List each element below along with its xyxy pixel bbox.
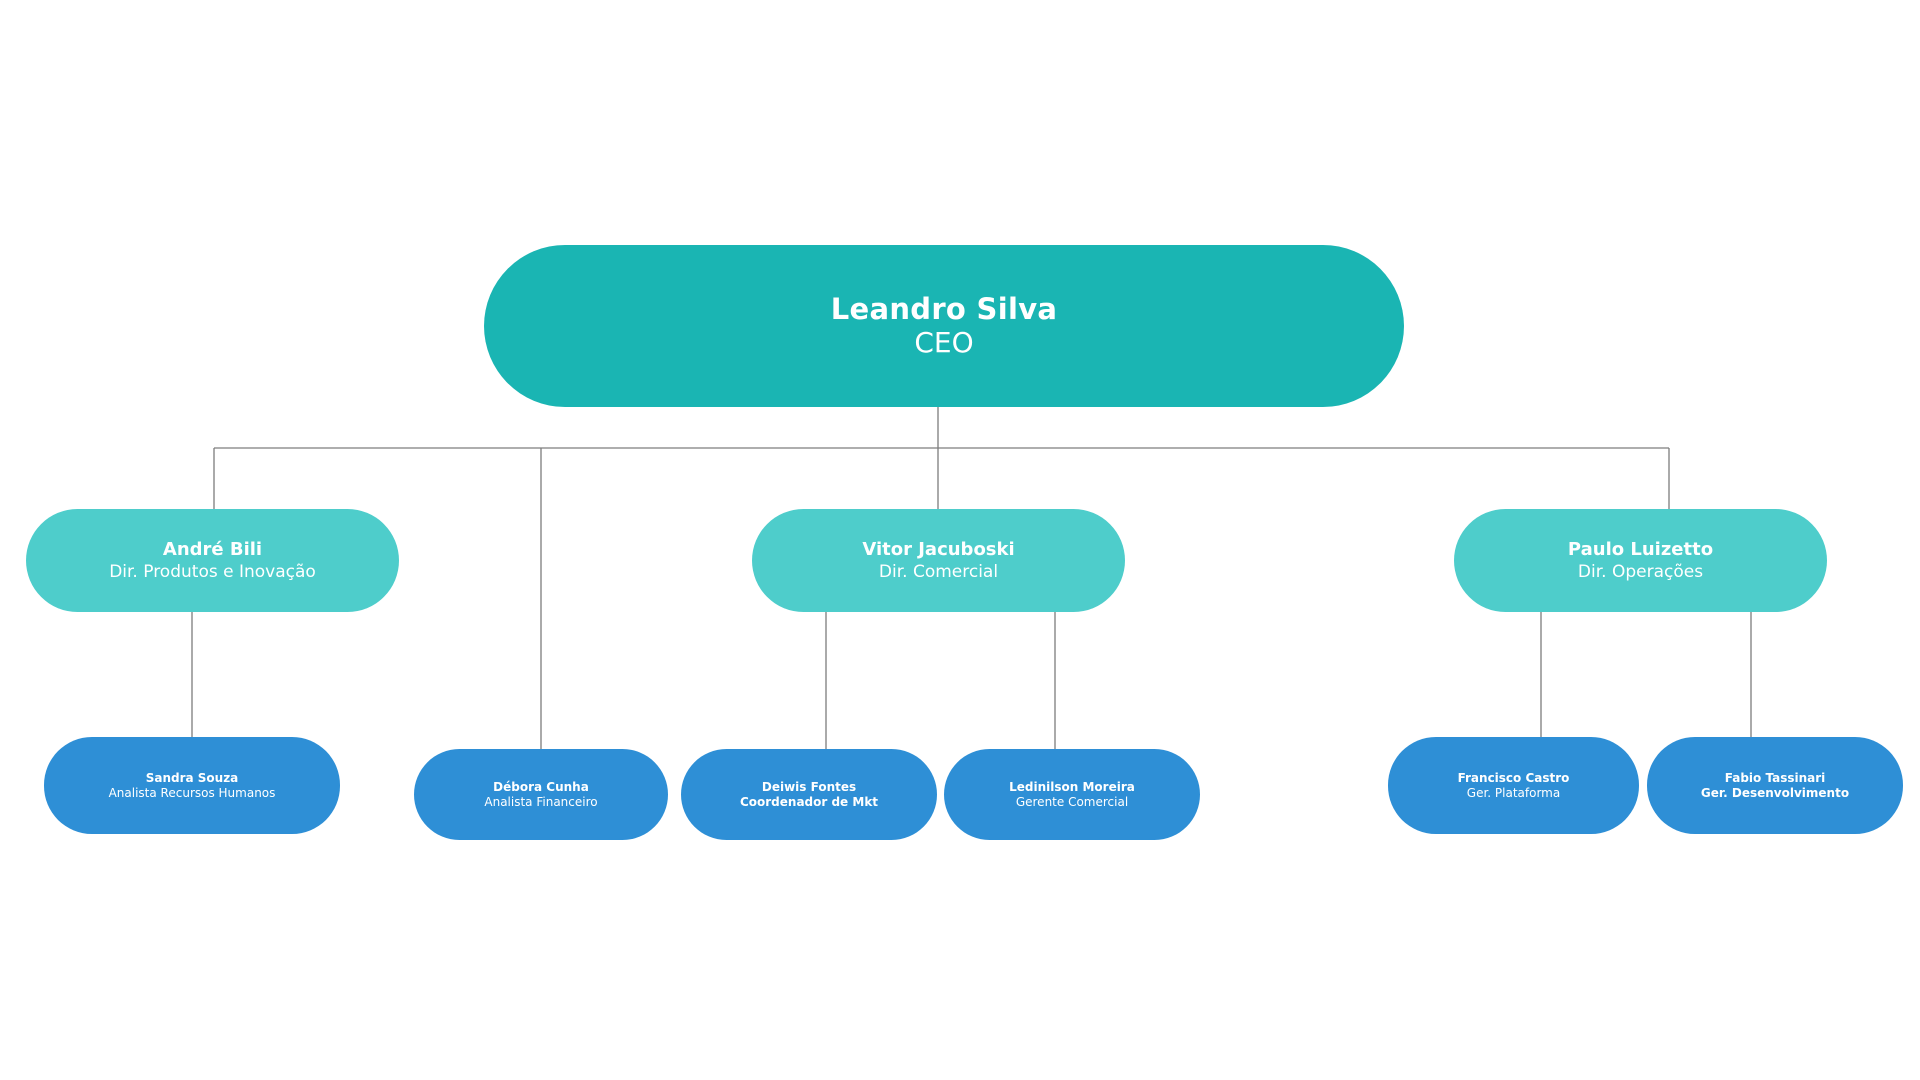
node-paulo-luizetto: Paulo Luizetto Dir. Operações bbox=[1454, 509, 1827, 612]
node-role: Ger. Plataforma bbox=[1466, 785, 1561, 800]
node-role: Analista Financeiro bbox=[484, 794, 598, 809]
node-name: Francisco Castro bbox=[1457, 770, 1570, 785]
node-name: Vitor Jacuboski bbox=[862, 538, 1015, 560]
node-role: Coordenador de Mkt bbox=[739, 794, 879, 809]
node-sandra-souza: Sandra Souza Analista Recursos Humanos bbox=[44, 737, 340, 834]
node-role: CEO bbox=[914, 326, 974, 359]
node-name: Sandra Souza bbox=[145, 770, 239, 785]
node-name: Débora Cunha bbox=[493, 779, 589, 794]
node-role: Analista Recursos Humanos bbox=[108, 785, 276, 800]
node-andre-bili: André Bili Dir. Produtos e Inovação bbox=[26, 509, 399, 612]
node-fabio-tassinari: Fabio Tassinari Ger. Desenvolvimento bbox=[1647, 737, 1903, 834]
node-role: Dir. Comercial bbox=[878, 561, 999, 582]
node-name: Fabio Tassinari bbox=[1724, 770, 1826, 785]
node-name: Ledinilson Moreira bbox=[1009, 779, 1135, 794]
node-vitor-jacuboski: Vitor Jacuboski Dir. Comercial bbox=[752, 509, 1125, 612]
node-name: Leandro Silva bbox=[830, 292, 1058, 326]
node-role: Ger. Desenvolvimento bbox=[1700, 785, 1850, 800]
node-debora-cunha: Débora Cunha Analista Financeiro bbox=[414, 749, 668, 840]
node-name: Deiwis Fontes bbox=[761, 779, 857, 794]
node-ledinilson-moreira: Ledinilson Moreira Gerente Comercial bbox=[944, 749, 1200, 840]
node-deiwis-fontes: Deiwis Fontes Coordenador de Mkt bbox=[681, 749, 937, 840]
node-ceo: Leandro Silva CEO bbox=[484, 245, 1404, 407]
node-francisco-castro: Francisco Castro Ger. Plataforma bbox=[1388, 737, 1639, 834]
node-role: Gerente Comercial bbox=[1015, 794, 1129, 809]
node-name: Paulo Luizetto bbox=[1567, 538, 1714, 560]
node-name: André Bili bbox=[162, 538, 263, 560]
node-role: Dir. Operações bbox=[1577, 561, 1704, 582]
node-role: Dir. Produtos e Inovação bbox=[109, 561, 316, 582]
